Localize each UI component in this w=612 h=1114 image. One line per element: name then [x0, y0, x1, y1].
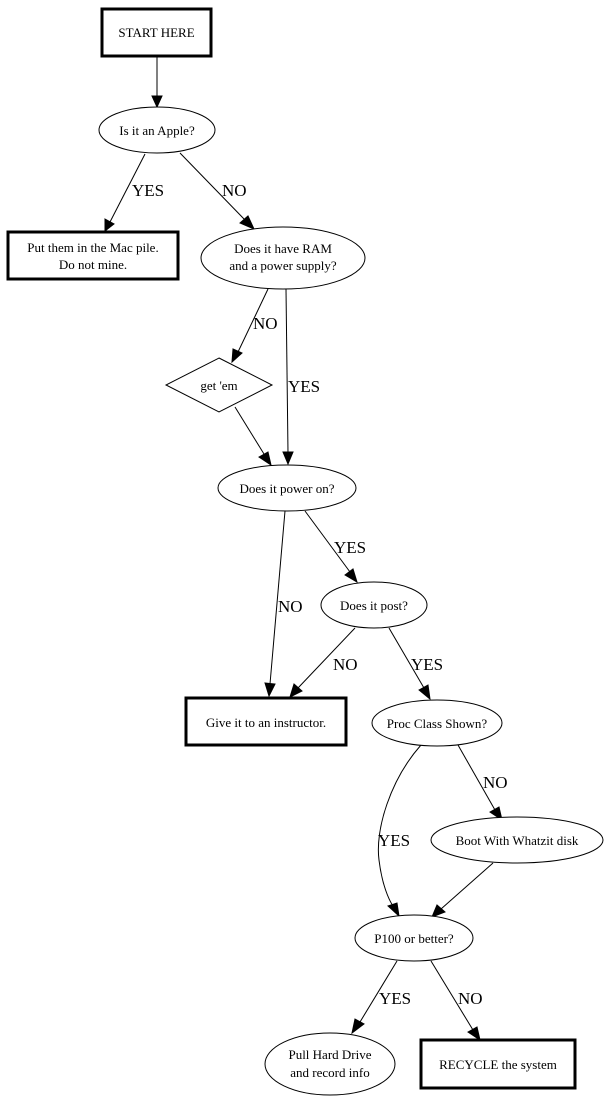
arrowhead	[231, 348, 243, 364]
node-label: P100 or better?	[374, 931, 454, 946]
arrowhead	[489, 806, 503, 822]
edge-getem-power	[234, 406, 265, 455]
node-label: Does it post?	[340, 598, 408, 613]
edge-apple-ram	[179, 152, 246, 221]
edge-label-yes: YES	[379, 989, 411, 1008]
edge-label-no: NO	[458, 989, 483, 1008]
edge-proc-whatzit	[457, 744, 496, 811]
node-post[interactable]: Does it post?	[320, 581, 428, 629]
edge-label-yes: YES	[288, 377, 320, 396]
arrowhead	[258, 451, 272, 467]
node-mac-pile[interactable]: Put them in the Mac pile. Do not mine.	[6, 230, 180, 281]
edge-label-no: NO	[333, 655, 358, 674]
node-label: Do not mine.	[59, 257, 127, 272]
arrowhead	[387, 902, 400, 918]
node-label: get 'em	[200, 378, 237, 393]
arrowhead	[344, 568, 358, 584]
edge-p100-recycle	[430, 960, 474, 1031]
edge-apple-mac	[109, 153, 146, 223]
edge-label-no: NO	[278, 597, 303, 616]
arrowhead	[418, 684, 431, 701]
arrowhead	[239, 215, 255, 230]
node-start[interactable]: START HERE	[100, 7, 213, 58]
node-pull-hard-drive[interactable]: Pull Hard Drive and record info	[264, 1032, 396, 1096]
node-label: Does it power on?	[240, 481, 335, 496]
node-label: Put them in the Mac pile.	[27, 240, 158, 255]
edge-label-yes: YES	[132, 181, 164, 200]
edge-proc-p100	[377, 744, 422, 907]
arrowhead	[264, 682, 276, 698]
edge-label-no: NO	[222, 181, 247, 200]
edge-label-yes: YES	[411, 655, 443, 674]
arrowhead	[351, 1018, 365, 1035]
arrowhead	[151, 95, 163, 109]
node-label: and record info	[290, 1065, 369, 1080]
edge-label-no: NO	[253, 314, 278, 333]
nodes: START HERE Is it an Apple? Put them in t…	[6, 7, 604, 1096]
node-power-on[interactable]: Does it power on?	[217, 464, 357, 512]
node-instructor[interactable]: Give it to an instructor.	[184, 696, 348, 747]
arrowhead	[104, 218, 115, 233]
edge-power-instructor	[269, 510, 286, 685]
node-whatzit[interactable]: Boot With Whatzit disk	[430, 816, 604, 864]
edge-p100-pull	[359, 960, 398, 1023]
arrowhead	[289, 683, 303, 698]
node-label: Does it have RAM	[234, 241, 332, 256]
node-label: Is it an Apple?	[119, 123, 195, 138]
arrowhead	[467, 1026, 481, 1042]
node-label: Pull Hard Drive	[288, 1047, 371, 1062]
node-label: and a power supply?	[229, 258, 336, 273]
edge-label-yes: YES	[378, 831, 410, 850]
node-ram-power-supply[interactable]: Does it have RAM and a power supply?	[200, 226, 366, 290]
edge-ram-power	[285, 288, 289, 454]
edge-post-instructor	[297, 627, 356, 689]
edge-label-no: NO	[483, 773, 508, 792]
edge-power-post	[304, 510, 351, 573]
arrowhead	[282, 451, 294, 466]
edges: YES NO NO YES NO YES NO YES	[104, 57, 508, 1042]
node-get-em[interactable]: get 'em	[164, 357, 274, 413]
node-label: Proc Class Shown?	[387, 716, 488, 731]
node-p100[interactable]: P100 or better?	[354, 914, 474, 962]
node-label: RECYCLE the system	[439, 1057, 557, 1072]
edge-ram-getem	[237, 288, 269, 353]
node-proc-class[interactable]: Proc Class Shown?	[371, 699, 503, 747]
edge-whatzit-p100	[440, 862, 494, 910]
node-label: Boot With Whatzit disk	[456, 833, 579, 848]
edge-label-yes: YES	[334, 538, 366, 557]
node-is-apple[interactable]: Is it an Apple?	[98, 106, 216, 154]
node-label: START HERE	[118, 25, 194, 40]
edge-post-proc	[388, 627, 425, 689]
node-label: Give it to an instructor.	[206, 715, 326, 730]
node-recycle[interactable]: RECYCLE the system	[419, 1038, 577, 1090]
arrowhead	[431, 904, 446, 918]
